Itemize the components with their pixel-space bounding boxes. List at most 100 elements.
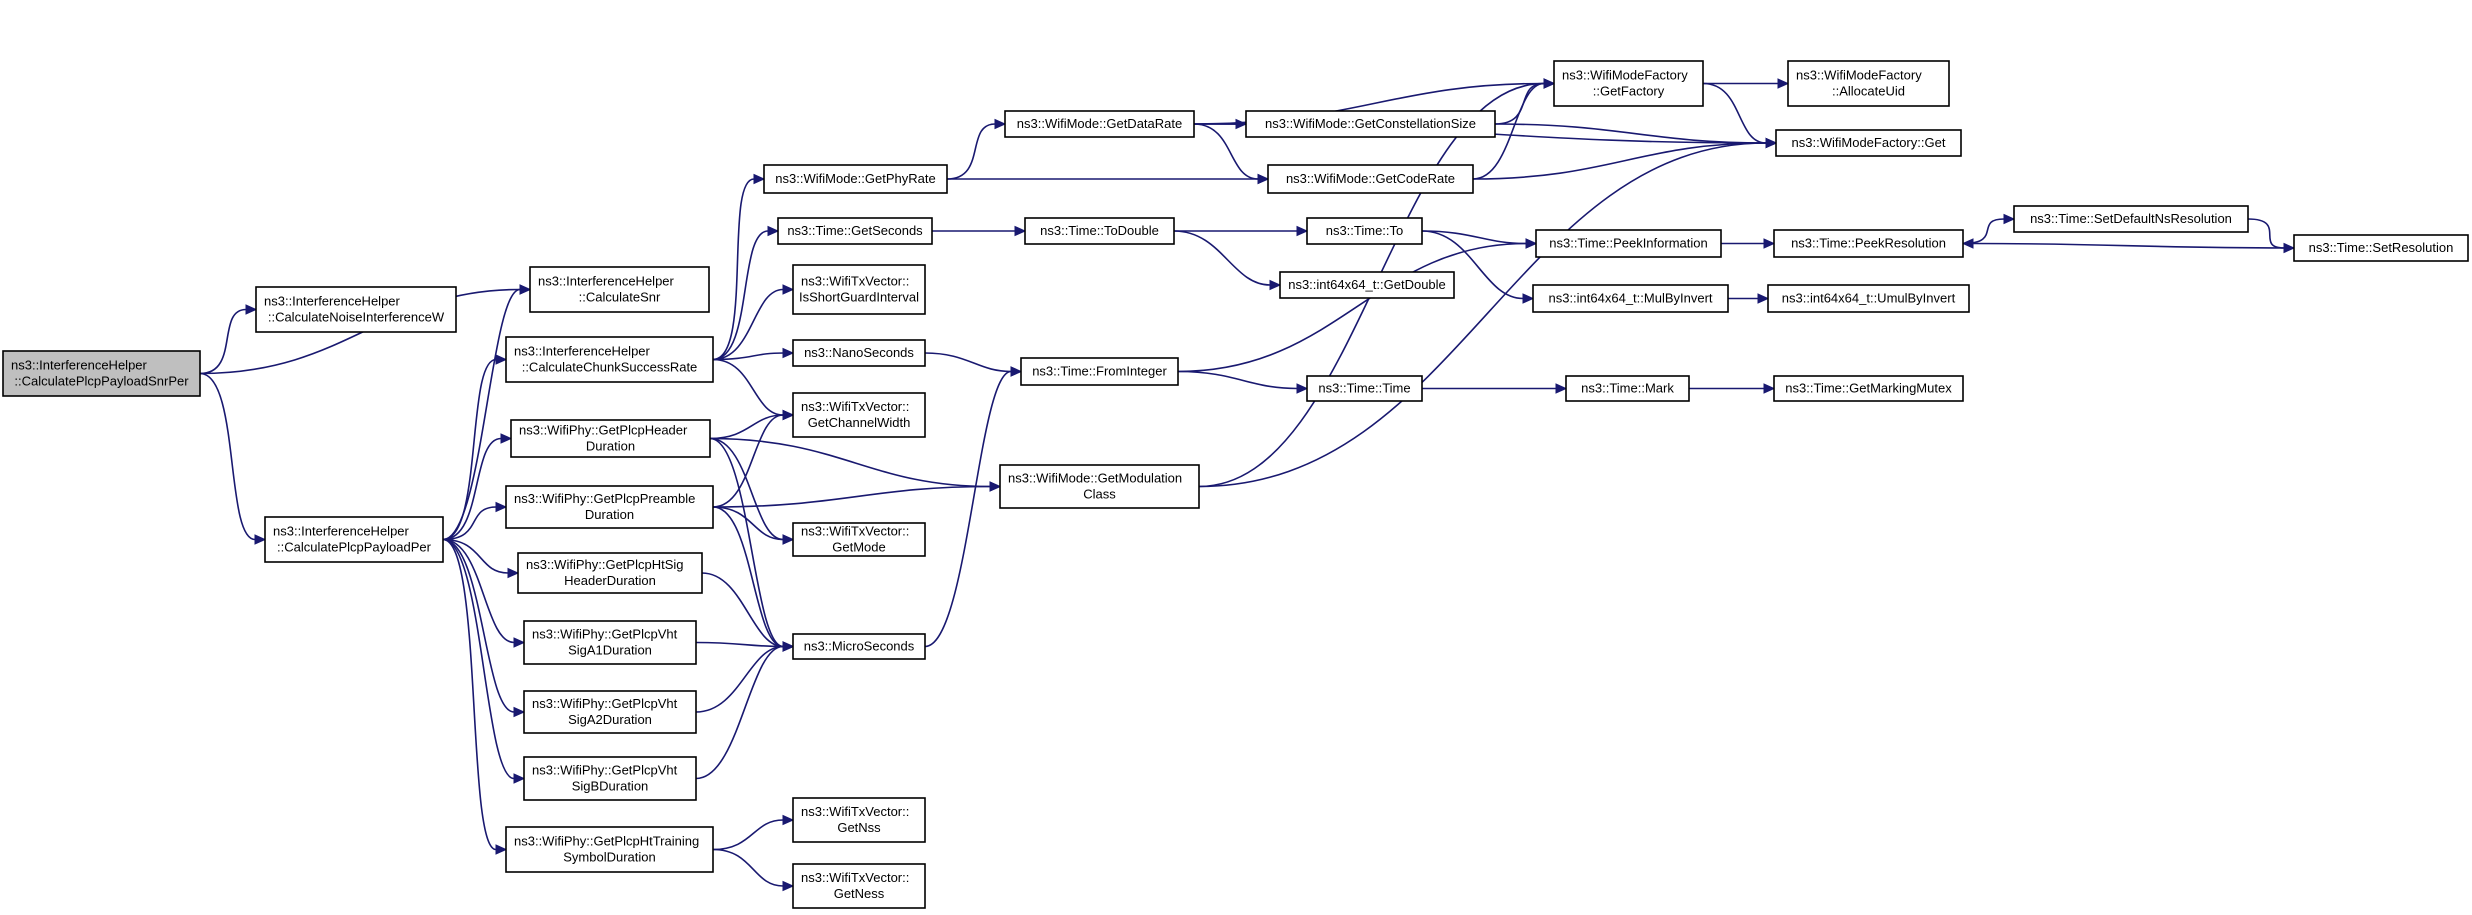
function-node[interactable]: ns3::WifiModeFactory::AllocateUid — [1787, 60, 1950, 107]
node-label: ::CalculateNoiseInterferenceW — [268, 310, 445, 325]
node-label: ns3::InterferenceHelper — [514, 344, 651, 359]
arrowhead-icon — [1763, 238, 1776, 249]
arrowhead-icon — [500, 433, 513, 444]
edge-line — [924, 370, 1012, 648]
node-box — [264, 516, 444, 563]
node-label: ns3::Time::ToDouble — [1040, 223, 1159, 238]
arrowhead-icon — [753, 173, 766, 185]
node-box — [1535, 229, 1722, 258]
function-node[interactable]: ns3::WifiPhy::GetPlcpHtTrainingSymbolDur… — [505, 826, 714, 873]
function-node[interactable]: ns3::WifiMode::GetConstellationSize — [1245, 110, 1496, 138]
node-box — [255, 286, 457, 333]
function-node[interactable]: ns3::WifiTxVector::GetNss — [792, 797, 926, 843]
call-edge-n10-n18 — [695, 641, 795, 780]
edge-line — [924, 352, 1012, 373]
call-edge-n3-n4 — [442, 354, 508, 541]
node-box — [2293, 234, 2469, 262]
function-node[interactable]: ns3::Time::GetSeconds — [777, 217, 933, 245]
arrowhead-icon — [767, 225, 780, 237]
function-node[interactable]: ns3::WifiModeFactory::Get — [1775, 129, 1962, 157]
function-node[interactable]: ns3::WifiMode::GetCodeRate — [1267, 164, 1474, 194]
function-node[interactable]: ns3::Time::SetResolution — [2293, 234, 2469, 262]
function-node[interactable]: ns3::WifiTxVector::IsShortGuardInterval — [792, 264, 926, 315]
edge-line — [1962, 218, 2005, 245]
arrowhead-icon — [495, 844, 508, 855]
call-edge-n6-n24 — [712, 481, 1002, 508]
arrowhead-icon — [1961, 238, 1974, 249]
arrowhead-icon — [989, 481, 1002, 492]
function-node[interactable]: ns3::InterferenceHelper::CalculateChunkS… — [505, 336, 714, 383]
function-node[interactable]: ns3::InterferenceHelper::CalculateSnr — [529, 266, 710, 313]
edge-line — [1472, 82, 1545, 180]
edge-line — [712, 819, 784, 851]
function-node[interactable]: ns3::Time::To — [1306, 217, 1423, 245]
call-edge-n3-n10 — [442, 538, 526, 784]
call-edge-n40-n36 — [1961, 238, 2295, 249]
call-edge-n6-n18 — [712, 506, 795, 652]
function-node[interactable]: ns3::Time::PeekResolution — [1773, 229, 1964, 258]
arrowhead-icon — [513, 706, 526, 718]
node-label: SymbolDuration — [563, 850, 656, 865]
function-node[interactable]: ns3::WifiMode::GetPhyRate — [763, 164, 948, 194]
function-node[interactable]: ns3::Time::Time — [1306, 375, 1423, 402]
node-box — [792, 392, 926, 438]
node-label: ns3::int64x64_t::MulByInvert — [1548, 291, 1712, 306]
function-node[interactable]: ns3::Time::PeekInformation — [1535, 229, 1722, 258]
call-nodes: ns3::InterferenceHelper::CalculatePlcpPa… — [2, 60, 2469, 909]
edge-line — [712, 414, 784, 508]
node-label: ns3::Time::SetResolution — [2309, 240, 2454, 255]
node-label: SigA2Duration — [568, 712, 652, 727]
function-node[interactable]: ns3::WifiModeFactory::GetFactory — [1553, 60, 1704, 107]
node-box — [792, 522, 926, 557]
arrowhead-icon — [1010, 366, 1023, 377]
node-label: ns3::int64x64_t::GetDouble — [1288, 277, 1446, 292]
edge-line — [1494, 82, 1545, 125]
edge-line — [442, 538, 497, 851]
node-label: ::CalculateChunkSuccessRate — [522, 360, 698, 375]
function-node[interactable]: ns3::MicroSeconds — [792, 633, 926, 660]
function-node[interactable]: ns3::int64x64_t::UmulByInvert — [1767, 284, 1970, 313]
function-node[interactable]: ns3::WifiMode::GetDataRate — [1004, 110, 1195, 138]
node-label: ns3::Time::Mark — [1581, 381, 1674, 396]
edge-line — [1494, 123, 1767, 144]
function-node[interactable]: ns3::InterferenceHelper::CalculatePlcpPa… — [264, 516, 444, 563]
node-label: ns3::Time::GetSeconds — [787, 223, 923, 238]
function-node[interactable]: ns3::int64x64_t::GetDouble — [1279, 271, 1455, 299]
arrowhead-icon — [495, 354, 508, 365]
arrowhead-icon — [513, 637, 526, 648]
edge-line — [442, 538, 515, 713]
function-node[interactable]: ns3::WifiTxVector::GetMode — [792, 522, 926, 557]
node-box — [1773, 229, 1964, 258]
node-box — [1565, 375, 1690, 402]
edge-line — [695, 641, 784, 648]
node-box — [1267, 164, 1474, 194]
function-node[interactable]: ns3::Time::ToDouble — [1024, 217, 1175, 245]
function-node[interactable]: ns3::Time::GetMarkingMutex — [1773, 375, 1964, 402]
edge-line — [1972, 242, 2295, 249]
node-label: ns3::Time::PeekInformation — [1549, 236, 1707, 251]
node-label: ::CalculatePlcpPayloadPer — [277, 540, 432, 555]
edge-line — [1472, 142, 1767, 180]
arrowhead-icon — [1269, 279, 1282, 291]
arrowhead-icon — [994, 118, 1007, 130]
function-node[interactable]: ns3::Time::FromInteger — [1020, 357, 1179, 386]
call-edge-n23-n31 — [1177, 238, 1538, 373]
function-node[interactable]: ns3::int64x64_t::MulByInvert — [1532, 284, 1729, 313]
node-box — [523, 620, 697, 665]
call-edge-n22-n28 — [1173, 230, 1282, 291]
edge-line — [712, 288, 784, 361]
function-node[interactable]: ns3::InterferenceHelper::CalculateNoiseI… — [255, 286, 457, 333]
function-node[interactable]: ns3::WifiTxVector::GetChannelWidth — [792, 392, 926, 438]
edge-line — [709, 414, 784, 440]
function-node[interactable]: ns3::Time::SetDefaultNsResolution — [2013, 205, 2249, 233]
function-node[interactable]: ns3::WifiTxVector::GetNess — [792, 863, 926, 909]
function-node[interactable]: ns3::Time::Mark — [1565, 375, 1690, 402]
function-node[interactable]: ns3::NanoSeconds — [792, 339, 926, 367]
